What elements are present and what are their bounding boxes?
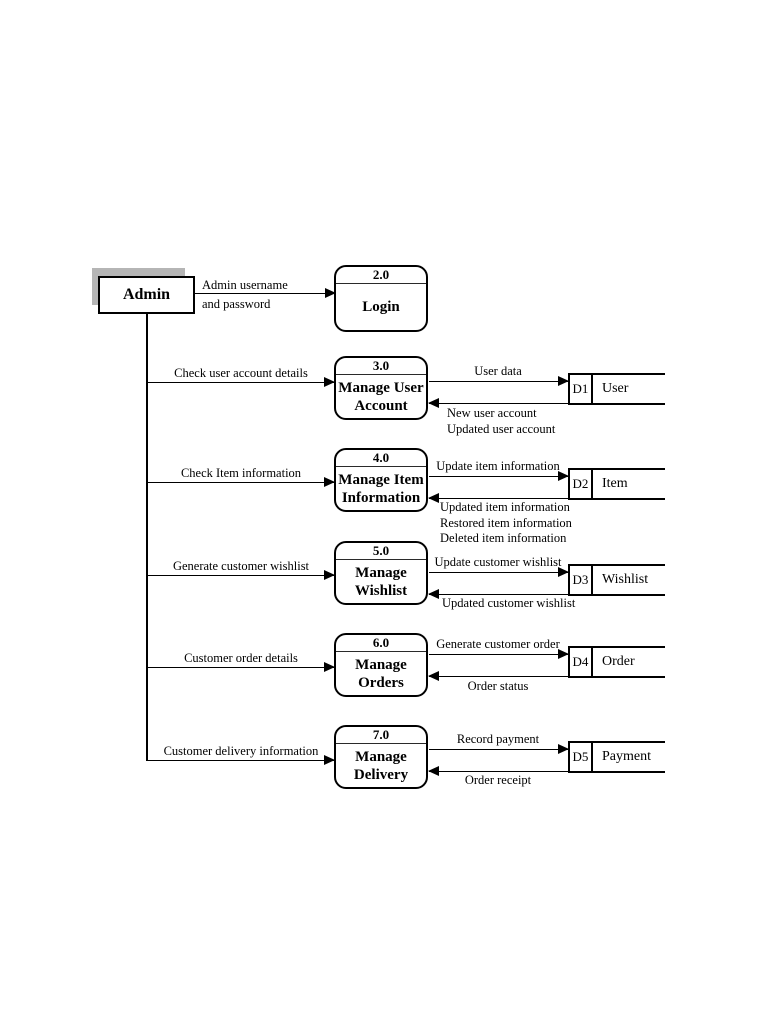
process-manage-delivery-name: Manage Delivery: [353, 748, 409, 783]
label-order-receipt: Order receipt: [464, 773, 532, 787]
label-record-payment: Record payment: [456, 732, 540, 746]
entity-admin: Admin: [98, 276, 195, 314]
entity-admin-label: Admin: [122, 286, 171, 303]
datastore-item-name: Item: [602, 476, 628, 491]
label-admin-username: Admin username: [202, 278, 288, 292]
process-login: 2.0 Login: [334, 265, 428, 332]
datastore-user: D1 User: [568, 373, 665, 405]
label-check-item-information: Check Item information: [180, 466, 302, 480]
arrow-branch-manage-orders: [146, 661, 335, 672]
label-update-item-information: Update item information: [436, 459, 560, 473]
process-manage-wishlist-name: Manage Wishlist: [354, 564, 408, 599]
process-manage-orders-number: 6.0: [336, 635, 426, 652]
process-login-number: 2.0: [336, 267, 426, 284]
label-updated-user-account: Updated user account: [447, 421, 556, 436]
arrow-update-customer-wishlist: [429, 566, 569, 577]
process-manage-wishlist: 5.0 Manage Wishlist: [334, 541, 428, 605]
arrow-user-data: [429, 375, 569, 386]
arrow-branch-manage-wishlist: [146, 569, 335, 580]
label-user-data: User data: [474, 364, 522, 378]
label-check-user-account-details: Check user account details: [174, 366, 308, 380]
process-manage-orders-name: Manage Orders: [355, 656, 407, 691]
arrow-branch-manage-delivery: [146, 754, 335, 765]
arrow-update-item-information: [429, 470, 569, 481]
arrow-user-account-return: [428, 397, 568, 408]
arrow-admin-to-login: [195, 287, 336, 298]
process-manage-orders: 6.0 Manage Orders: [334, 633, 428, 697]
label-update-customer-wishlist: Update customer wishlist: [434, 555, 562, 569]
datastore-wishlist: D3 Wishlist: [568, 564, 665, 596]
process-manage-user-account: 3.0 Manage User Account: [334, 356, 428, 420]
process-manage-delivery: 7.0 Manage Delivery: [334, 725, 428, 789]
process-manage-user-account-name: Manage User Account: [338, 379, 424, 414]
arrow-order-status-return: [428, 670, 568, 681]
arrow-generate-customer-order: [429, 648, 569, 659]
label-item-information-return: Updated item information Restored item i…: [440, 500, 572, 547]
process-manage-delivery-number: 7.0: [336, 727, 426, 744]
process-manage-wishlist-number: 5.0: [336, 543, 426, 560]
label-new-user-account: New user account: [447, 406, 537, 420]
label-customer-delivery-information: Customer delivery information: [163, 744, 319, 758]
label-customer-order-details: Customer order details: [184, 651, 298, 665]
datastore-wishlist-id: D3: [568, 566, 593, 594]
datastore-payment: D5 Payment: [568, 741, 665, 773]
process-manage-item-information: 4.0 Manage Item Information: [334, 448, 428, 512]
label-generate-customer-order: Generate customer order: [436, 637, 560, 651]
label-user-account-return: New user account Updated user account: [447, 406, 555, 437]
admin-trunk-line: [146, 314, 148, 761]
label-updated-item-information: Updated item information: [440, 500, 570, 514]
arrow-item-information-return: [428, 492, 568, 503]
arrow-order-receipt-return: [428, 765, 568, 776]
label-order-status: Order status: [467, 679, 529, 693]
label-and-password: and password: [202, 297, 271, 311]
arrow-branch-manage-user-account: [146, 376, 335, 387]
datastore-wishlist-name: Wishlist: [602, 572, 649, 587]
arrow-branch-manage-item-information: [146, 476, 335, 487]
arrow-record-payment: [429, 743, 569, 754]
datastore-payment-id: D5: [568, 743, 593, 771]
datastore-order-name: Order: [602, 654, 635, 669]
process-manage-item-information-name: Manage Item Information: [338, 471, 424, 506]
label-restored-item-information: Restored item information: [440, 515, 572, 530]
datastore-user-name: User: [602, 381, 629, 396]
datastore-item: D2 Item: [568, 468, 665, 500]
datastore-payment-name: Payment: [602, 749, 651, 764]
datastore-order-id: D4: [568, 648, 593, 676]
datastore-user-id: D1: [568, 375, 593, 403]
label-deleted-item-information: Deleted item information: [440, 531, 567, 545]
label-updated-customer-wishlist: Updated customer wishlist: [442, 596, 576, 610]
arrow-wishlist-return: [428, 588, 568, 599]
process-manage-item-information-number: 4.0: [336, 450, 426, 467]
process-login-name: Login: [362, 299, 400, 315]
process-manage-user-account-number: 3.0: [336, 358, 426, 375]
datastore-item-id: D2: [568, 470, 593, 498]
datastore-order: D4 Order: [568, 646, 665, 678]
label-generate-customer-wishlist: Generate customer wishlist: [172, 559, 310, 573]
